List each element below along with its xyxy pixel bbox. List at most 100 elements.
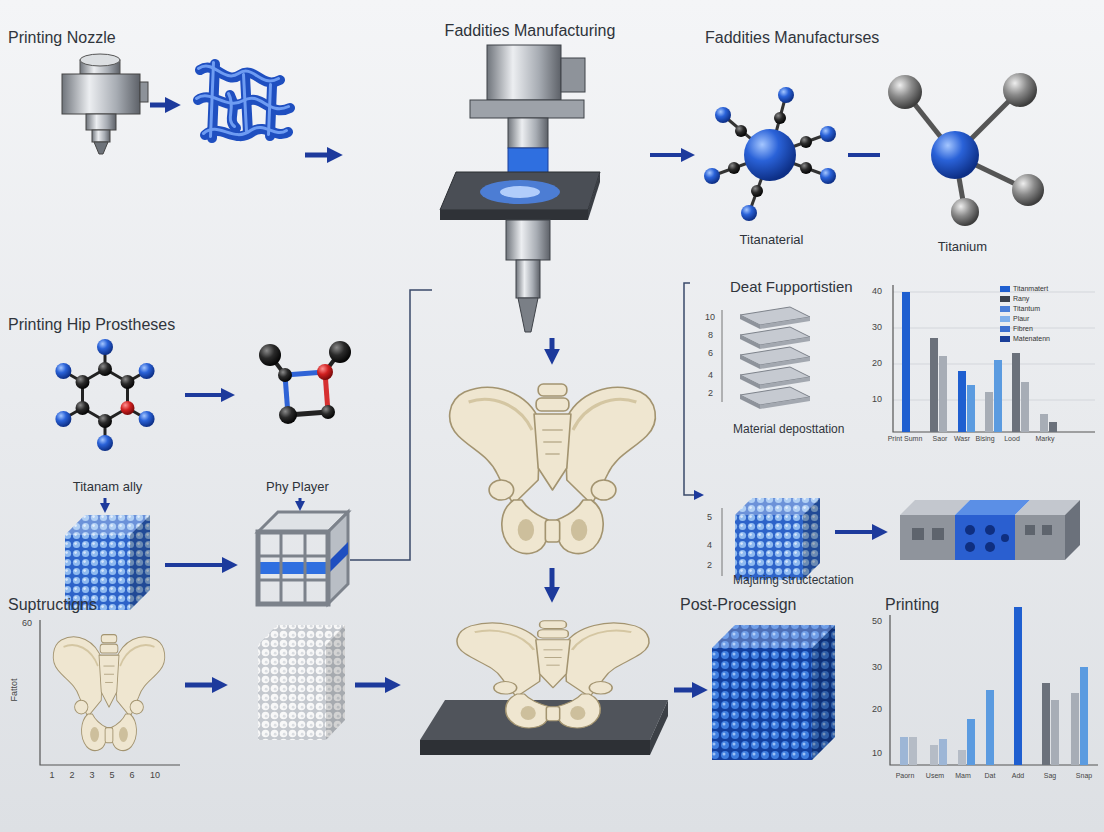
axis-label: 50: [872, 616, 882, 626]
axis-label: 10: [872, 748, 882, 758]
titanium-molecule: [1012, 174, 1044, 206]
printing-nozzle-illustration: [80, 54, 120, 66]
label-holder: Mam: [955, 772, 971, 780]
layered-plates: [740, 327, 810, 349]
printer-machine: [440, 45, 600, 332]
polymer-layer-molecule: [259, 341, 351, 424]
section-heading: Post-Processign: [680, 596, 797, 614]
label-holder: 50: [872, 616, 882, 626]
axis-label: Add: [1012, 772, 1024, 780]
flow-arrow: [105, 105, 875, 690]
titanaterial-molecule: [744, 129, 796, 181]
axis-label: 30: [872, 322, 882, 332]
titanaterial-molecule: [800, 162, 812, 174]
titanium-molecule: [1003, 73, 1037, 107]
foam-cube: [803, 498, 820, 580]
section-heading: Deat Fupportistien: [730, 278, 853, 295]
bar-chart: [902, 292, 910, 432]
titanaterial-molecule: [741, 205, 757, 221]
flow-arrow: [674, 688, 695, 693]
bar-chart: [958, 371, 966, 432]
titanaterial-molecule: [704, 87, 836, 221]
foam-cube: [722, 498, 820, 580]
label-holder: Faddities Manufacturses: [705, 29, 879, 47]
legend-row: Fibren: [1000, 324, 1050, 334]
titanium-alloy-molecule: [63, 347, 146, 443]
bar-chart: [930, 338, 938, 432]
post-processed-cube: [712, 648, 812, 760]
illustrated-node: Phy Player: [235, 340, 360, 495]
label-holder: 3: [89, 770, 94, 780]
label-holder: 2: [707, 560, 712, 570]
foam-cube: [735, 515, 803, 580]
bar-chart: [1012, 353, 1020, 432]
titanaterial-molecule: [704, 87, 836, 221]
printing-nozzle-illustration: [86, 114, 116, 130]
axis-label: 20: [872, 704, 882, 714]
foam-cube: [803, 498, 820, 580]
label-holder: 1: [49, 770, 54, 780]
legend-text: Plaur: [1013, 315, 1029, 323]
bar-chart: [939, 356, 947, 432]
bar-chart: [1040, 414, 1048, 432]
printing-bar-chart: [958, 750, 966, 765]
titanaterial-molecule: [751, 185, 763, 197]
label-holder: Marky: [1035, 435, 1054, 443]
titanium-alloy-molecule: [55, 411, 71, 427]
platform-pelvis: [650, 700, 668, 755]
printing-bar-chart: [1080, 667, 1088, 765]
axis-label: Sag: [1044, 772, 1056, 780]
legend-row: Rany: [1000, 294, 1050, 304]
printing-bar-chart: [939, 739, 947, 765]
titanium-alloy-molecule: [55, 363, 71, 379]
label-holder: Dat: [985, 772, 996, 780]
flow-arrow: [104, 498, 107, 505]
axis-label: 20: [872, 358, 882, 368]
printer-machine: [561, 58, 585, 92]
label-holder: Snap: [1076, 772, 1092, 780]
bracket-line: [350, 290, 432, 560]
printing-bar-chart: [890, 615, 1098, 765]
cage-cube: [258, 532, 328, 604]
blue-lattice: [197, 63, 291, 139]
flow-arrow: [550, 338, 555, 352]
bar-chart: [994, 360, 1002, 432]
legend-text: Titanmatert: [1013, 285, 1048, 293]
legend-swatch: [1000, 326, 1010, 332]
label-holder: 30: [872, 322, 882, 332]
axis-label: Bising: [975, 435, 994, 443]
printing-nozzle-illustration: [62, 74, 140, 114]
axis-label: 8: [708, 330, 713, 340]
illustrated-node: Titanam ally: [30, 340, 185, 495]
bracket-line: [350, 283, 696, 560]
label-holder: 10: [872, 394, 882, 404]
label-holder: 10: [150, 770, 160, 780]
axis-label: Snap: [1076, 772, 1092, 780]
label-holder: Printing Hip Prostheses: [8, 316, 175, 334]
printer-machine: [480, 180, 560, 204]
axis-label: 2: [707, 560, 712, 570]
illustrated-node: Titanium: [880, 70, 1045, 255]
axis-label: Dat: [985, 772, 996, 780]
printer-machine: [516, 260, 540, 298]
titanium-alloy-molecule: [76, 362, 135, 428]
label-holder: Add: [1012, 772, 1024, 780]
legend-text: Fibren: [1013, 325, 1033, 333]
polymer-layer-molecule: [329, 341, 351, 363]
polymer-layer-molecule: [259, 344, 281, 366]
node-label: Titanaterial: [740, 233, 804, 248]
titanium-alloy-molecule: [97, 435, 113, 451]
titanium-molecule: [931, 131, 979, 179]
label-holder: Wasr: [954, 435, 970, 443]
printer-machine: [440, 172, 600, 210]
axis-label: Wasr: [954, 435, 970, 443]
axis-label: Paorn: [896, 772, 915, 780]
printer-machine: [506, 220, 550, 260]
axis-label: 10: [872, 394, 882, 404]
layered-plates: [740, 387, 810, 409]
post-processed-cube: [812, 625, 835, 760]
axis-label: 40: [872, 286, 882, 296]
node-label: Titanam ally: [73, 480, 143, 495]
center-pelvis: [450, 384, 656, 554]
printing-bar-chart: [1042, 683, 1050, 765]
